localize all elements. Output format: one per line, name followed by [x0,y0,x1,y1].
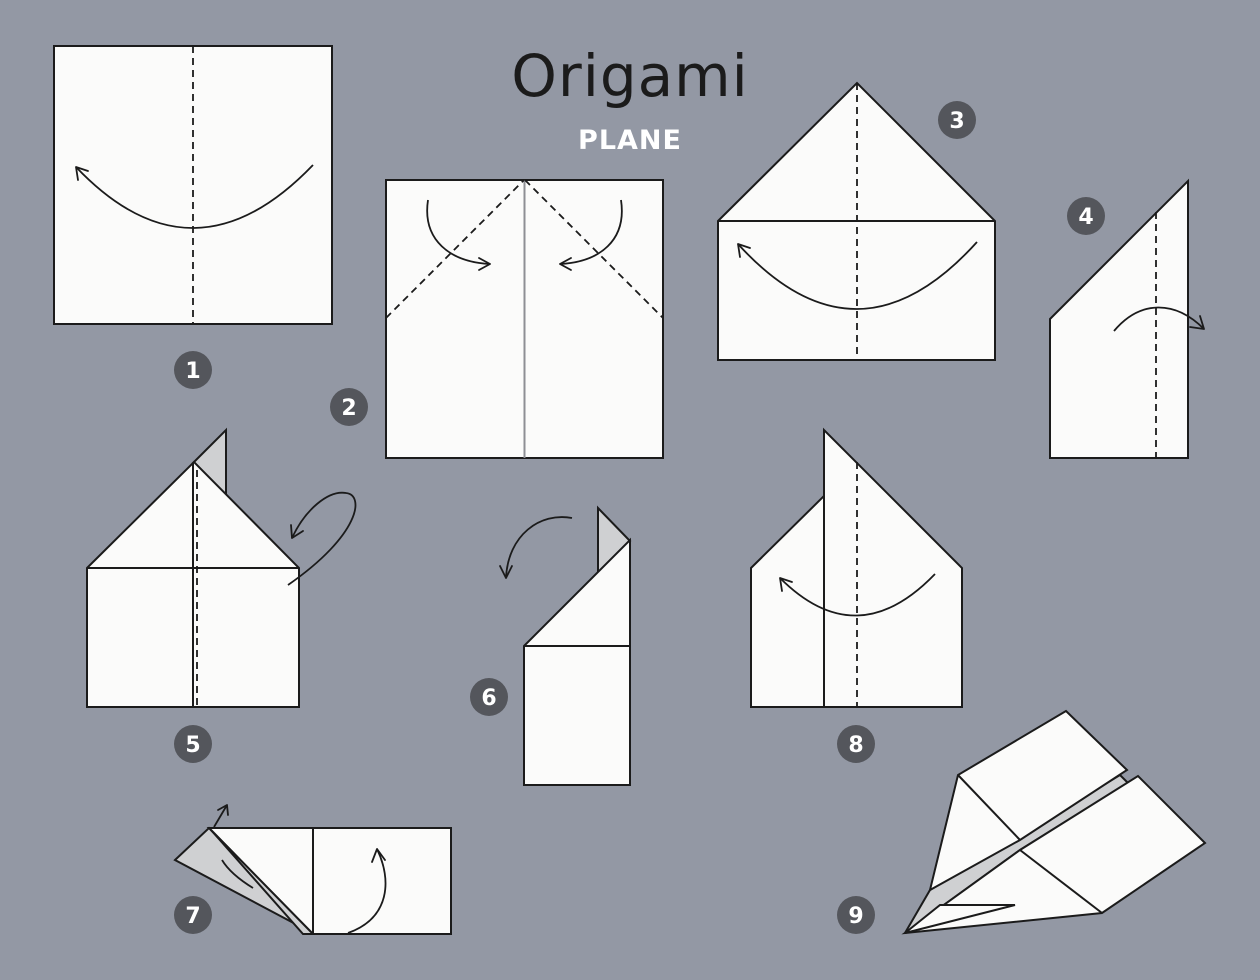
fold-arrow-head [371,848,386,863]
step-1-badge: 1 [174,351,212,389]
wing-turn-arrow [221,859,254,889]
step-5-badge: 5 [174,725,212,763]
step-7-number: 7 [185,904,200,929]
step-2-number: 2 [341,396,356,421]
right-fold-arrow [559,199,623,265]
wing-up-arrow-head [217,804,229,816]
far-wing-fold [957,774,1021,841]
step-5-number: 5 [185,733,200,758]
wing-up-arrow [213,804,228,828]
step-3-illustration [717,81,996,361]
near-wing-fold [1019,849,1103,914]
step-3-number: 3 [949,109,964,134]
left-fold-arrow [426,199,491,265]
fold-arrow [779,573,936,617]
step-9-illustration [901,709,1207,935]
step-5-illustration [86,427,357,708]
step-4-illustration [1049,178,1205,459]
left-fold-line [385,179,525,319]
step-6-badge: 6 [470,678,508,716]
fold-underside [210,829,316,935]
fold-arrow-head [75,166,89,181]
turn-over-arrow [287,491,357,586]
far-wing [928,709,1129,892]
half-house-shape [1049,178,1189,459]
house-shape [750,427,963,708]
turn-over-arrow-head [290,524,304,539]
near-wing [901,774,1207,935]
step-3-badge: 3 [938,101,976,139]
fold-arrow [75,164,314,229]
step-2-illustration [385,179,664,459]
page-title: Origami [511,42,749,110]
step-1-number: 1 [185,359,200,384]
fold-arrow [737,241,978,310]
fold-arrow-head [779,577,793,592]
step-8-badge: 8 [837,725,875,763]
step-6-number: 6 [481,686,496,711]
step-7-illustration [173,804,452,935]
step-9-badge: 9 [837,896,875,934]
fold-arrow [1113,306,1205,332]
right-fold-line [524,179,664,319]
page-subtitle: PLANE [578,125,682,156]
step-8-number: 8 [848,733,863,758]
fold-arrow-head [499,565,513,579]
step-8-illustration [750,427,963,708]
step-6-illustration [499,505,632,786]
step-1-illustration [53,45,333,325]
fold-arrow-head [737,243,751,258]
fold-arrow [347,848,387,934]
right-fold-arrow-head [559,257,572,271]
step-7-badge: 7 [174,896,212,934]
folded-strip [523,537,631,786]
plane-nose [904,904,1016,934]
fold-arrow [505,516,573,579]
step-4-number: 4 [1078,205,1093,230]
fold-arrow-head [1189,315,1205,330]
step-2-badge: 2 [330,388,368,426]
step-4-badge: 4 [1067,197,1105,235]
step-9-number: 9 [848,904,863,929]
left-fold-arrow-head [478,257,491,271]
